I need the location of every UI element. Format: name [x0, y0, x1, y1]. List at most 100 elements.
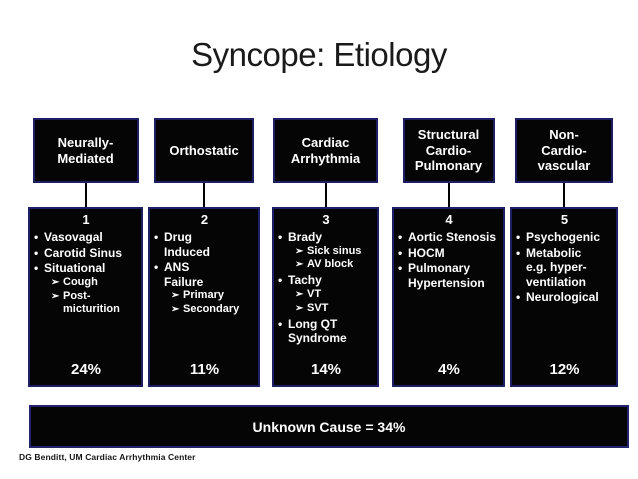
- item-text: Secondary: [183, 303, 240, 316]
- item-text: Primary: [183, 289, 224, 302]
- item-text: Situational: [44, 261, 106, 276]
- etiology-column: Cardiac Arrhythmia 3 •Brady➢Sick sinus➢A…: [272, 118, 379, 387]
- item-text: Neurological: [526, 290, 599, 305]
- category-title: Orthostatic: [169, 142, 239, 158]
- item-text: Aortic Stenosis: [408, 229, 497, 244]
- category-detail-box: 1 •Vasovagal•Carotid Sinus•Situational➢C…: [28, 207, 143, 387]
- item-list: •Drug Induced•ANS Failure➢Primary➢Second…: [154, 229, 255, 317]
- connector-line: [203, 183, 205, 207]
- list-item: •Tachy: [278, 273, 374, 288]
- list-item: ➢Sick sinus: [295, 245, 374, 259]
- connector-line: [324, 183, 327, 207]
- arrow-bullet-icon: ➢: [295, 302, 304, 314]
- item-text: HOCM: [408, 245, 445, 260]
- arrow-bullet-icon: ➢: [295, 245, 304, 257]
- etiology-column: Neurally- Mediated 1 •Vasovagal•Carotid …: [28, 118, 143, 387]
- category-detail-box: 5 •Psychogenic•Metabolic e.g. hyper- ven…: [510, 207, 618, 387]
- item-list: •Brady➢Sick sinus➢AV block•Tachy➢VT➢SVT•…: [278, 229, 374, 346]
- category-title: Cardiac Arrhythmia: [290, 134, 361, 166]
- list-item: • Long QT Syndrome: [278, 317, 374, 346]
- bullet-icon: •: [278, 316, 283, 331]
- item-text: ANS Failure: [164, 260, 204, 289]
- item-list: • Aortic Stenosis • HOCM • Pulmonary Hyperten…: [398, 229, 500, 291]
- item-text: Metabolic e.g. hyper- ventilation: [526, 245, 587, 289]
- list-item: • Neurological: [516, 290, 613, 305]
- category-header-box: Cardiac Arrhythmia: [273, 118, 378, 183]
- item-text: Post- micturition: [63, 289, 120, 316]
- category-detail-box: 2 •Drug Induced•ANS Failure➢Primary➢Seco…: [148, 207, 260, 387]
- list-item: • Vasovagal: [34, 230, 138, 245]
- category-number: 4: [445, 212, 453, 227]
- connector-line: [447, 183, 450, 207]
- item-text: Cough: [63, 275, 98, 288]
- list-item: • Drug Induced: [154, 230, 255, 259]
- category-detail-box: 3 •Brady➢Sick sinus➢AV block•Tachy➢VT➢SV…: [272, 207, 379, 387]
- bullet-icon: •: [34, 261, 39, 276]
- list-item: • Brady: [278, 230, 374, 245]
- category-header-box: Orthostatic: [154, 118, 254, 183]
- item-text: SVT: [307, 301, 329, 314]
- percentage-value: 4%: [438, 361, 460, 378]
- bullet-icon: •: [34, 229, 39, 244]
- list-item: •Carotid Sinus: [34, 246, 138, 261]
- list-item: • ANS Failure: [154, 260, 255, 289]
- bullet-icon: •: [398, 229, 403, 244]
- list-item: ➢Post- micturition: [51, 290, 138, 318]
- connector-line: [84, 183, 87, 207]
- category-title: Structural Cardio- Pulmonary: [414, 126, 483, 174]
- percentage-value: 11%: [189, 361, 220, 378]
- unknown-cause-label: Unknown Cause = 34%: [252, 418, 406, 435]
- category-number: 5: [560, 212, 569, 227]
- bullet-icon: •: [278, 229, 283, 244]
- attribution-text: DG Benditt, UM Cardiac Arrhythmia Center: [19, 452, 196, 462]
- item-list: •Psychogenic•Metabolic e.g. hyper- venti…: [516, 229, 613, 305]
- list-item: ➢AV block: [295, 258, 374, 272]
- list-item: • Pulmonary Hypertension: [398, 261, 500, 290]
- list-item: •Psychogenic: [516, 230, 613, 245]
- list-item: ➢VT: [295, 288, 374, 302]
- category-number: 3: [322, 212, 330, 227]
- item-text: Long QT Syndrome: [288, 316, 347, 346]
- category-header-box: Neurally- Mediated: [32, 118, 139, 183]
- list-item: •Metabolic e.g. hyper- ventilation: [516, 246, 613, 290]
- item-text: Carotid Sinus: [44, 245, 123, 260]
- etiology-column: Non- Cardio- vascular 5 •Psychogenic•Met…: [510, 118, 618, 387]
- connector-line: [563, 183, 565, 207]
- item-text: Pulmonary Hypertension: [408, 261, 485, 290]
- item-text: Sick sinus: [307, 244, 362, 257]
- category-number: 1: [82, 212, 90, 227]
- arrow-bullet-icon: ➢: [171, 304, 180, 316]
- list-item: ➢Cough: [51, 276, 138, 290]
- arrow-bullet-icon: ➢: [171, 290, 180, 302]
- item-text: Brady: [288, 229, 323, 244]
- category-title: Neurally- Mediated: [57, 134, 114, 166]
- bullet-icon: •: [516, 290, 521, 305]
- percentage-value: 12%: [549, 361, 580, 378]
- list-item: • HOCM: [398, 246, 500, 261]
- etiology-column: Structural Cardio- Pulmonary 4 • Aortic S…: [392, 118, 505, 387]
- item-list: •Vasovagal•Carotid Sinus•Situational➢Cou…: [34, 229, 138, 317]
- item-text: Vasovagal: [44, 229, 103, 244]
- arrow-bullet-icon: ➢: [295, 259, 304, 271]
- bullet-icon: •: [398, 245, 403, 260]
- item-text: Drug Induced: [164, 229, 211, 259]
- category-header-box: Structural Cardio- Pulmonary: [402, 118, 495, 183]
- bullet-icon: •: [154, 229, 159, 244]
- bullet-icon: •: [398, 261, 403, 276]
- bullet-icon: •: [516, 229, 521, 244]
- category-header-box: Non- Cardio- vascular: [515, 118, 613, 183]
- category-title: Non- Cardio- vascular: [537, 126, 591, 174]
- list-item: • Aortic Stenosis: [398, 230, 500, 245]
- page-title: Syncope: Etiology: [191, 36, 447, 73]
- list-item: ➢Secondary: [171, 303, 255, 317]
- item-text: AV block: [307, 258, 354, 271]
- percentage-value: 14%: [310, 361, 342, 378]
- item-text: Tachy: [288, 273, 322, 288]
- list-item: • Situational: [34, 261, 138, 276]
- percentage-value: 24%: [70, 361, 102, 378]
- arrow-bullet-icon: ➢: [295, 288, 304, 300]
- unknown-cause-banner: Unknown Cause = 34%: [29, 405, 629, 448]
- bullet-icon: •: [154, 260, 159, 275]
- item-text: VT: [307, 287, 322, 300]
- etiology-column: Orthostatic 2 •Drug Induced•ANS Failure➢…: [148, 118, 260, 387]
